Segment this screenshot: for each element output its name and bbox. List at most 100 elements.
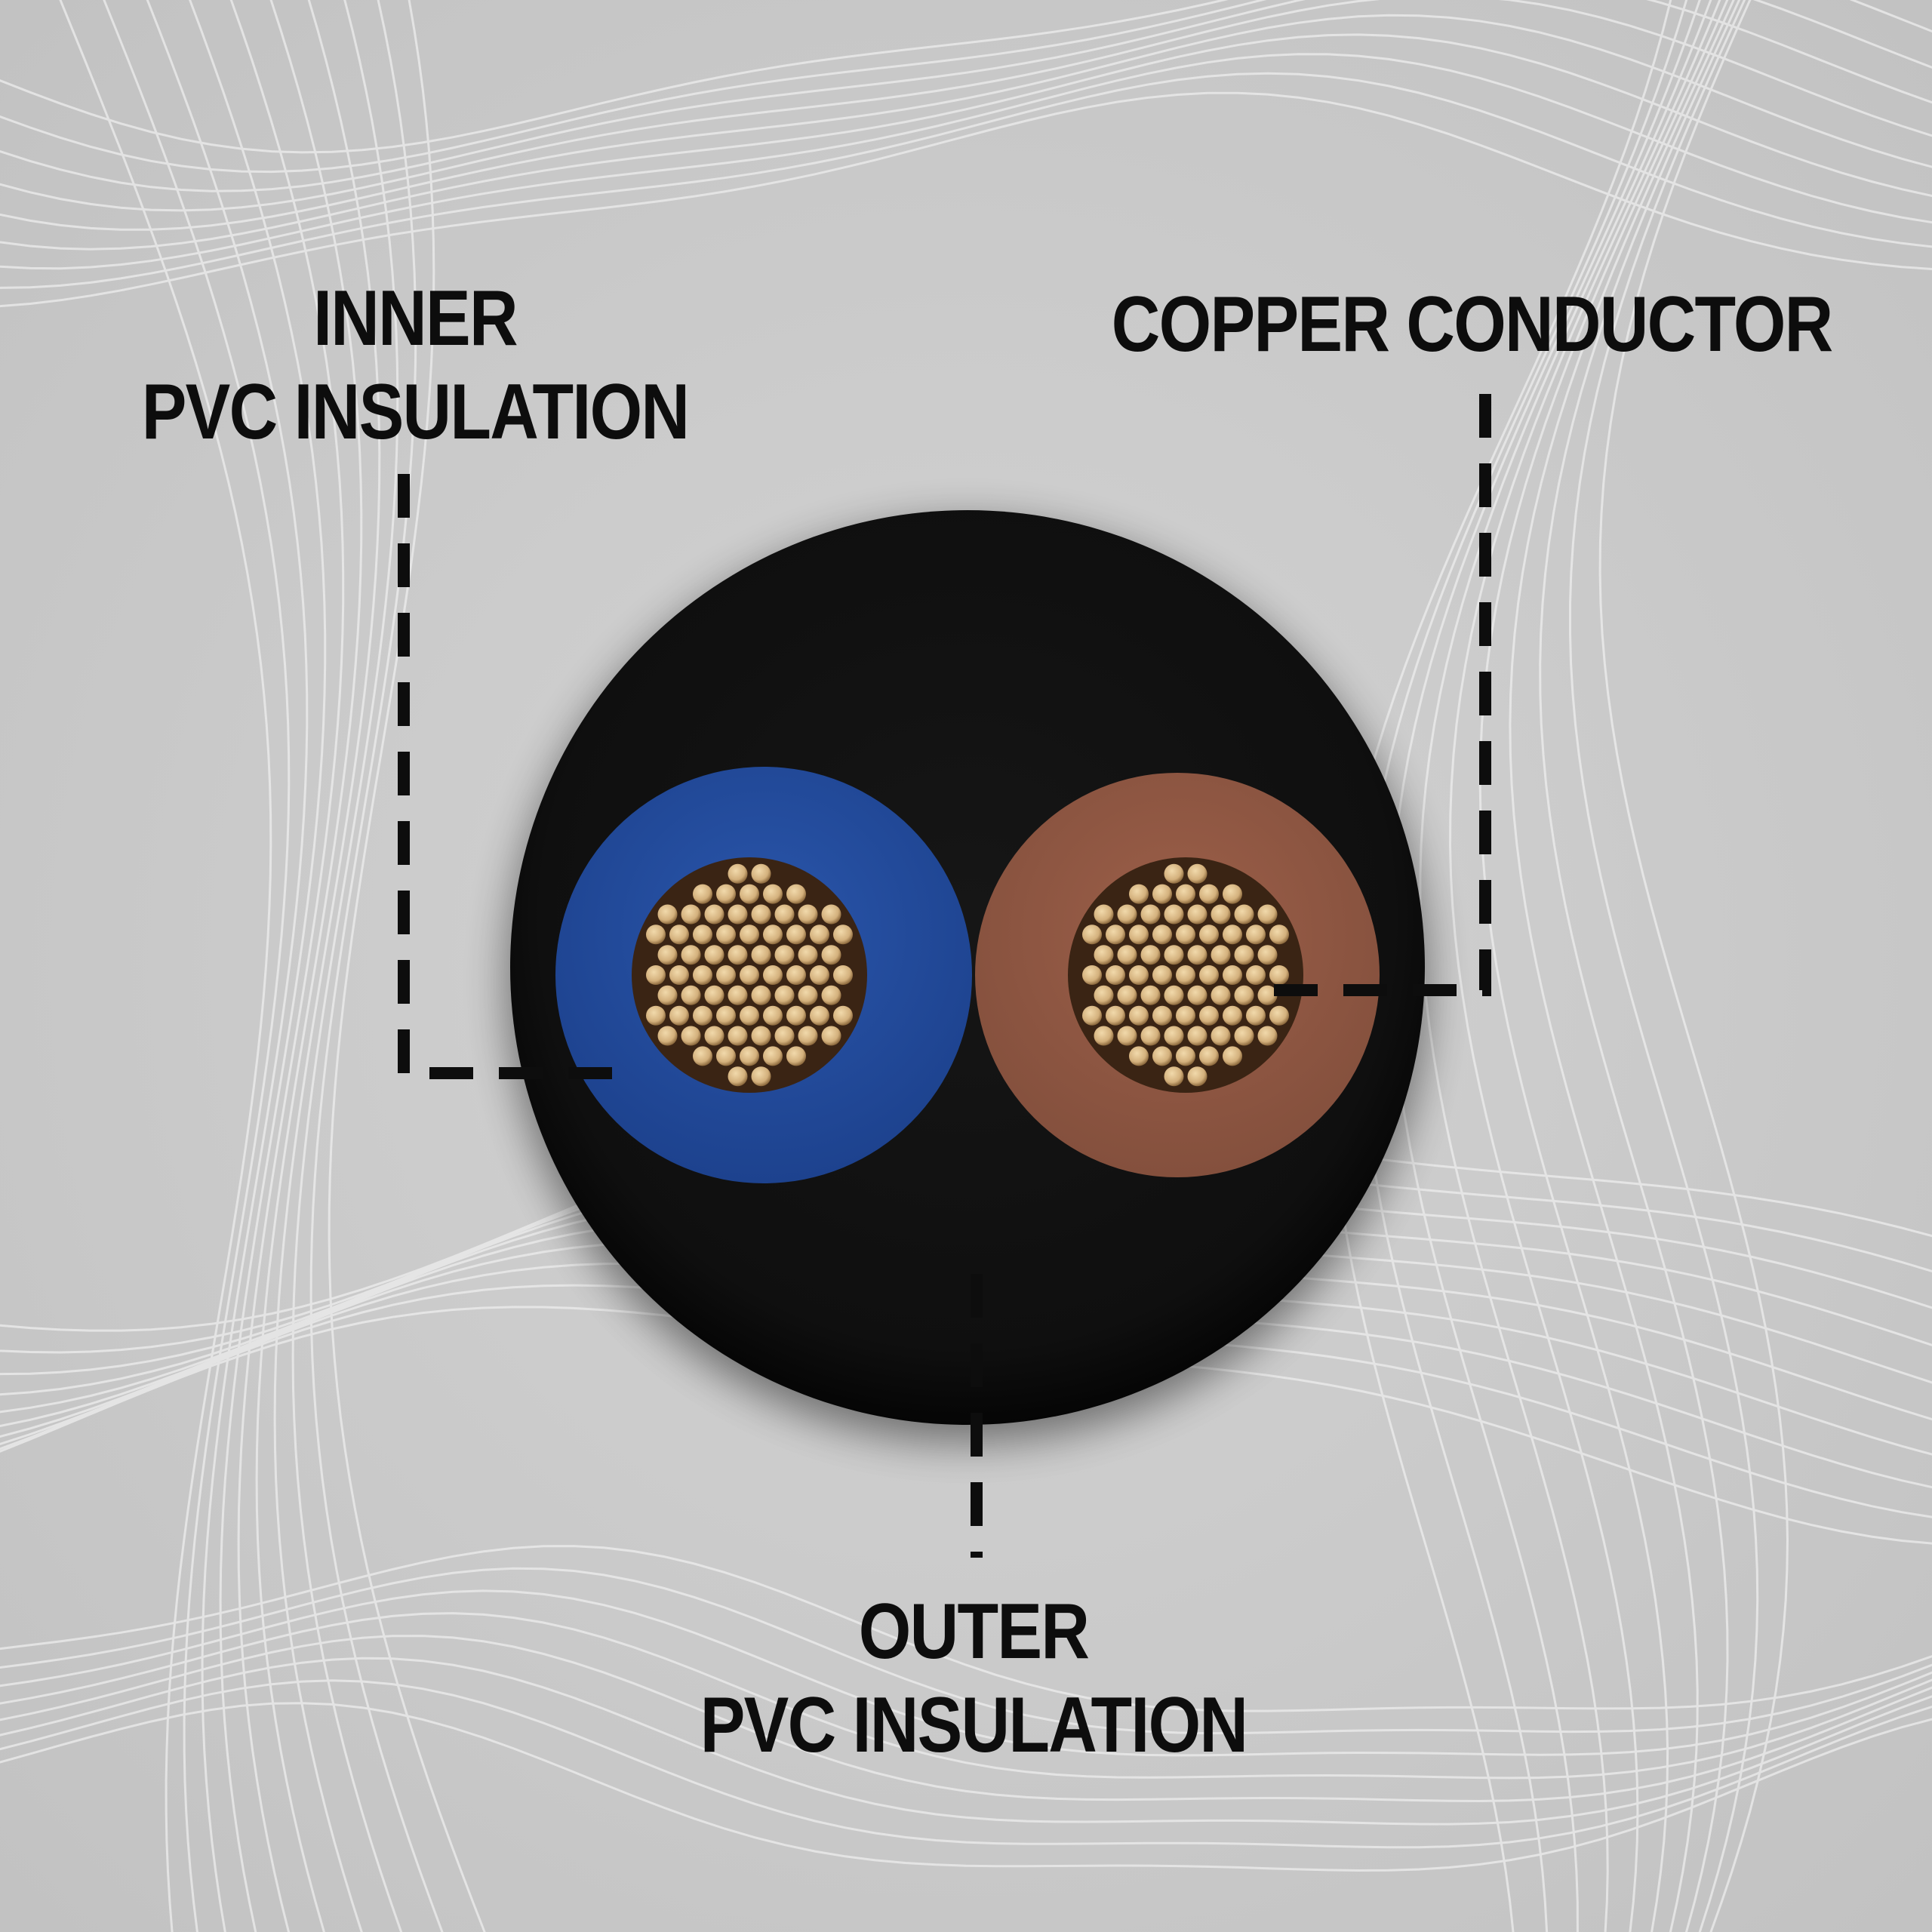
contour-line — [0, 72, 1932, 289]
copper-strand — [798, 1026, 818, 1046]
copper-strand — [1211, 985, 1231, 1005]
copper-strand — [1257, 945, 1278, 965]
copper-strand — [786, 965, 806, 985]
copper-strand — [704, 1026, 724, 1046]
copper-strand — [1211, 1026, 1231, 1046]
copper-strand — [728, 1026, 748, 1046]
copper-strand — [728, 863, 748, 884]
copper-strand — [1094, 1026, 1114, 1046]
label-inner-line2: PVC INSULATION — [141, 368, 690, 456]
contour-line — [0, 1657, 1932, 1826]
copper-strand — [786, 884, 806, 904]
copper-strand — [1117, 945, 1137, 965]
copper-strand — [821, 945, 841, 965]
copper-strand — [1129, 1046, 1149, 1066]
copper-strand — [657, 1026, 678, 1046]
label-inner-pvc-insulation: INNER PVC INSULATION — [136, 272, 694, 459]
contour-line — [1598, 0, 1789, 1932]
contour-line — [291, 0, 403, 1932]
copper-strand — [1187, 945, 1208, 965]
copper-strand — [763, 884, 783, 904]
copper-strand — [798, 904, 818, 924]
copper-strand — [1117, 1026, 1137, 1046]
copper-strand — [1246, 965, 1266, 985]
copper-strand — [1176, 965, 1195, 985]
copper-strand — [1223, 884, 1242, 904]
copper-strand — [693, 884, 712, 904]
copper-strand — [740, 1046, 759, 1066]
label-outer-line2: PVC INSULATION — [700, 1681, 1248, 1769]
copper-strand — [751, 945, 771, 965]
copper-strand — [1223, 924, 1242, 945]
copper-strand — [821, 1026, 841, 1046]
copper-strand — [751, 985, 771, 1005]
contour-line — [273, 0, 381, 1932]
copper-strand — [1199, 1005, 1219, 1026]
copper-strand — [693, 924, 712, 945]
copper-strand — [1082, 965, 1102, 985]
copper-strand — [1223, 1046, 1242, 1066]
contour-line — [229, 0, 345, 1932]
copper-strand — [1140, 1026, 1161, 1046]
copper-strand — [1187, 1026, 1208, 1046]
copper-strand — [1094, 945, 1114, 965]
copper-strand — [1199, 884, 1219, 904]
copper-strand — [1129, 1005, 1149, 1026]
copper-strand — [728, 904, 748, 924]
contour-line — [0, 1612, 1932, 1780]
contour-line — [0, 0, 1932, 212]
copper-strand — [1152, 924, 1172, 945]
copper-strand — [1152, 965, 1172, 985]
copper-conductor-left — [646, 863, 853, 1087]
contour-line — [1478, 0, 1729, 1932]
copper-strand — [751, 1026, 771, 1046]
contour-line — [1569, 0, 1759, 1932]
copper-strand — [1246, 924, 1266, 945]
copper-strand — [786, 1046, 806, 1066]
contour-line — [328, 0, 486, 1932]
copper-strand — [693, 1005, 712, 1026]
copper-strand — [821, 985, 841, 1005]
contour-line — [0, 33, 1932, 251]
contour-line — [146, 0, 309, 1932]
copper-strand — [669, 1005, 689, 1026]
copper-strand — [751, 1066, 771, 1087]
contour-line — [1509, 0, 1735, 1932]
copper-strand — [1152, 1005, 1172, 1026]
copper-strand — [1164, 904, 1184, 924]
copper-strand — [1106, 924, 1125, 945]
copper-strand — [1176, 924, 1195, 945]
contour-line — [0, 14, 1932, 231]
copper-strand — [704, 985, 724, 1005]
copper-strand — [1164, 985, 1184, 1005]
leader-line-copper — [1269, 394, 1491, 996]
copper-strand — [1140, 985, 1161, 1005]
label-inner-line1: INNER — [313, 275, 518, 362]
copper-strand — [728, 945, 748, 965]
copper-strand — [774, 1026, 795, 1046]
copper-strand — [681, 945, 701, 965]
copper-strand — [1223, 965, 1242, 985]
copper-strand — [740, 1005, 759, 1026]
copper-strand — [728, 985, 748, 1005]
copper-strand — [716, 1005, 736, 1026]
copper-strand — [1199, 965, 1219, 985]
copper-strand — [1234, 985, 1254, 1005]
copper-strand — [1234, 904, 1254, 924]
contour-line — [0, 1545, 1932, 1712]
copper-strand — [716, 1046, 736, 1066]
copper-strand — [646, 1005, 666, 1026]
copper-strand — [1082, 924, 1102, 945]
contour-line — [1448, 0, 1721, 1932]
copper-strand — [1152, 1046, 1172, 1066]
copper-strand — [833, 1005, 853, 1026]
copper-conductor-right — [1082, 863, 1289, 1087]
copper-strand — [1269, 965, 1289, 985]
copper-strand — [1164, 863, 1184, 884]
copper-strand — [751, 863, 771, 884]
contour-line — [255, 0, 363, 1932]
copper-strand — [740, 884, 759, 904]
contour-line — [188, 0, 327, 1932]
copper-strand — [1129, 965, 1149, 985]
